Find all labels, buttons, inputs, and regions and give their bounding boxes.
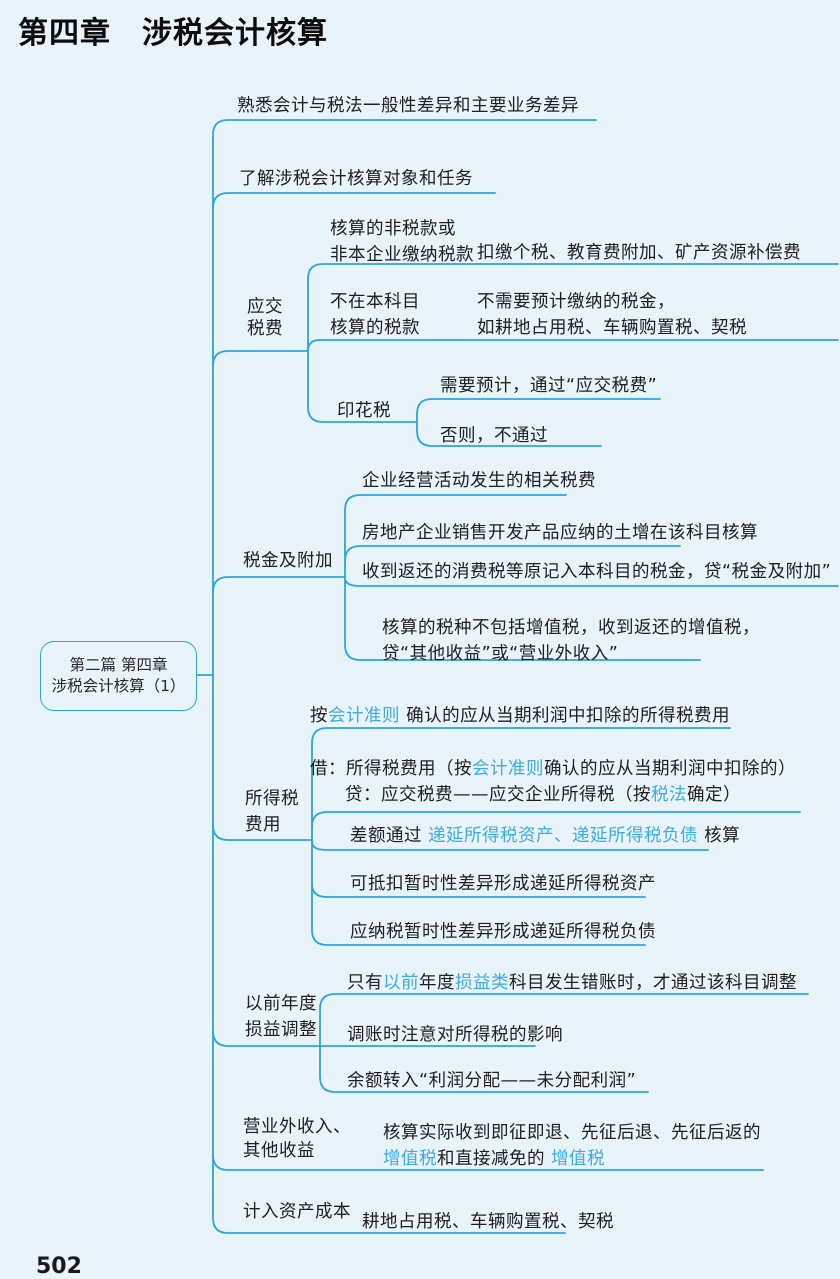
text-segment: 确认的应从当期利润中扣除的） xyxy=(544,759,796,779)
branch-label-yiqian-niandu: 以前年度 损益调整 xyxy=(245,991,317,1043)
node-balance-transfer: 余额转入“利润分配——未分配利润” xyxy=(347,1071,637,1091)
node-excludes-vat: 核算的税种不包括增值税，收到返还的增值税， 贷“其他收益”或“营业外收入” xyxy=(382,615,760,667)
branch-label-suodeshui-feiyong: 所得税 费用 xyxy=(245,786,299,838)
chapter-title: 第四章 涉税会计核算 xyxy=(18,16,328,51)
text-segment: 核算 xyxy=(698,826,741,846)
node-journal-entry: 借：所得税费用（按会计准则确认的应从当期利润中扣除的） 贷：应交税费——应交企业… xyxy=(310,756,796,808)
journal-credit-line: 贷：应交税费——应交企业所得税（按税法确定） xyxy=(345,782,796,808)
label-line: 应交 xyxy=(247,297,283,317)
label-line: 所得税 xyxy=(245,789,299,809)
node-line: 核算的税种不包括增值税，收到返还的增值税， xyxy=(382,618,760,638)
highlight-segment: 以前 xyxy=(383,973,419,993)
node-line: 非本企业缴纳税款 xyxy=(330,245,474,265)
node-income-tax-per-standards: 按会计准则 确认的应从当期利润中扣除的所得税费用 xyxy=(310,703,730,729)
leaf-no-accrual-taxes: 不需要预计缴纳的税金， 如耕地占用税、车辆购置税、契税 xyxy=(477,289,747,341)
leaf-stamp-tax-accrued: 需要预计，通过“应交税费” xyxy=(440,376,658,396)
text-segment: 差额通过 xyxy=(350,826,429,846)
text-segment: 年度 xyxy=(419,973,455,993)
node-non-tax-items: 核算的非税款或 非本企业缴纳税款 xyxy=(330,216,474,268)
highlight-segment: 增值税 xyxy=(383,1149,437,1169)
page-number: 502 xyxy=(36,1254,82,1279)
node-line: 核算的税款 xyxy=(330,318,420,338)
node-deductible-difference: 可抵扣暂时性差异形成递延所得税资产 xyxy=(350,874,656,894)
leaf-line: 核算实际收到即征即退、先征后退、先征后返的 xyxy=(383,1123,761,1143)
node-line: 贷“其他收益”或“营业外收入” xyxy=(382,644,619,664)
root-node-line1: 第二篇 第四章 xyxy=(69,656,168,674)
root-node: 第二篇 第四章 涉税会计核算（1） xyxy=(40,641,197,711)
node-line: 核算的非税款或 xyxy=(330,219,456,239)
leaf-line: 如耕地占用税、车辆购置税、契税 xyxy=(477,318,747,338)
highlight-segment: 税法 xyxy=(651,785,687,805)
text-segment: 借：所得税费用（按 xyxy=(310,759,472,779)
leaf-line: 增值税和直接减免的 增值税 xyxy=(383,1146,761,1172)
label-line: 其他收益 xyxy=(243,1141,315,1161)
label-line: 税费 xyxy=(247,319,283,339)
node-accounting-objects-tasks: 了解涉税会计核算对象和任务 xyxy=(239,169,473,189)
node-refunded-consumption-tax: 收到返还的消费税等原记入本科目的税金，贷“税金及附加” xyxy=(362,562,832,582)
node-real-estate-lat: 房地产企业销售开发产品应纳的土增在该科目核算 xyxy=(362,523,758,543)
highlight-segment: 增值税 xyxy=(551,1149,606,1169)
text-segment: 只有 xyxy=(347,973,383,993)
text-segment: 贷：应交税费——应交企业所得税（按 xyxy=(345,785,651,805)
node-taxable-difference: 应纳税暂时性差异形成递延所得税负债 xyxy=(350,922,656,942)
highlight-segment: 损益类 xyxy=(455,973,509,993)
node-taxes-not-in-account: 不在本科目 核算的税款 xyxy=(330,289,420,341)
text-segment: 和直接减免的 xyxy=(437,1149,552,1169)
text-segment: 确认的应从当期利润中扣除的所得税费用 xyxy=(400,706,731,726)
branch-label-yinhuashui: 印花税 xyxy=(337,401,391,421)
leaf-line: 不需要预计缴纳的税金， xyxy=(477,292,675,312)
label-line: 损益调整 xyxy=(245,1020,317,1040)
branch-label-jiru-zichan-chengben: 计入资产成本 xyxy=(243,1202,351,1222)
leaf-stamp-tax-not-through: 否则，不通过 xyxy=(440,426,548,446)
branch-label-yingyewai-shouru: 营业外收入、 其他收益 xyxy=(243,1115,351,1163)
text-segment: 确定） xyxy=(687,785,741,805)
node-general-differences: 熟悉会计与税法一般性差异和主要业务差异 xyxy=(237,96,579,116)
node-adjustment-income-tax-impact: 调账时注意对所得税的影响 xyxy=(347,1025,563,1045)
highlight-segment: 会计准则 xyxy=(472,759,544,779)
node-prior-year-errors: 只有以前年度损益类科目发生错账时，才通过该科目调整 xyxy=(347,970,797,996)
text-segment: 科目发生错账时，才通过该科目调整 xyxy=(509,973,797,993)
label-line: 费用 xyxy=(245,815,281,835)
node-vat-refunds: 核算实际收到即征即退、先征后退、先征后返的 增值税和直接减免的 增值税 xyxy=(383,1120,761,1172)
highlight-segment: 递延所得税资产、递延所得税负债 xyxy=(428,826,699,846)
branch-label-shuijin-fujia: 税金及附加 xyxy=(243,551,333,571)
highlight-segment: 会计准则 xyxy=(328,706,400,726)
node-deferred-tax-difference: 差额通过 递延所得税资产、递延所得税负债 核算 xyxy=(350,823,740,849)
journal-debit-line: 借：所得税费用（按会计准则确认的应从当期利润中扣除的） xyxy=(310,756,796,782)
leaf-asset-cost-taxes: 耕地占用税、车辆购置税、契税 xyxy=(362,1212,614,1232)
node-line: 不在本科目 xyxy=(330,292,420,312)
leaf-withholding-examples: 扣缴个税、教育费附加、矿产资源补偿费 xyxy=(477,243,801,263)
branch-label-yingjiao-shuifei: 应交 税费 xyxy=(247,296,283,340)
text-segment: 按 xyxy=(310,706,328,726)
node-operating-taxes: 企业经营活动发生的相关税费 xyxy=(362,471,596,491)
root-node-line2: 涉税会计核算（1） xyxy=(51,677,186,695)
label-line: 营业外收入、 xyxy=(243,1117,351,1137)
label-line: 以前年度 xyxy=(245,994,317,1014)
